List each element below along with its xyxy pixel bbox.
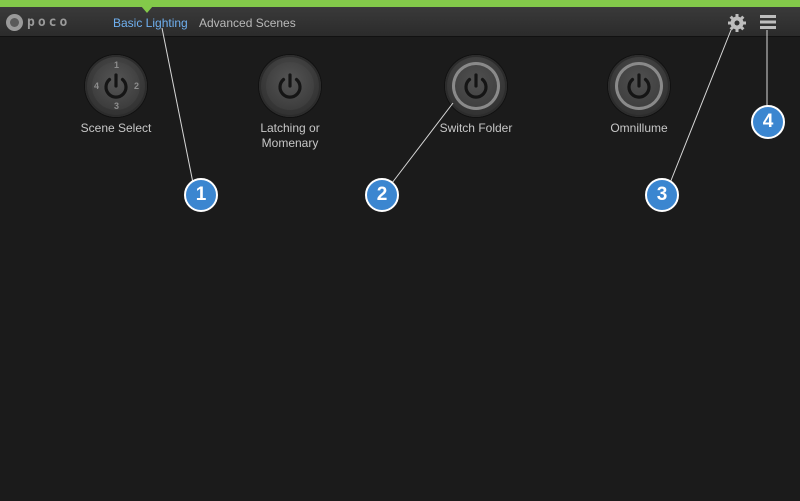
switch-folder-button[interactable]	[445, 55, 507, 117]
callout-badge-3: 3	[645, 178, 679, 212]
scene-number-2: 2	[134, 81, 140, 91]
callout-badge-1: 1	[184, 178, 218, 212]
power-icon	[104, 73, 128, 99]
callout-badge-4: 4	[751, 105, 785, 139]
tile-latching-momentary: Latching or Momenary	[230, 55, 350, 151]
scene-number-1: 1	[114, 60, 120, 70]
gear-icon[interactable]	[727, 13, 747, 33]
omnillume-button[interactable]	[608, 55, 670, 117]
tile-label: Switch Folder	[439, 121, 513, 135]
top-navigation-bar: poco Basic Lighting Advanced Scenes	[0, 7, 800, 37]
hamburger-menu-icon[interactable]	[760, 15, 776, 29]
tile-label: Scene Select	[80, 121, 152, 135]
tile-omnillume: Omnillume	[579, 55, 699, 136]
active-tab-indicator	[141, 6, 153, 13]
tab-advanced-scenes[interactable]: Advanced Scenes	[199, 16, 296, 30]
tile-scene-select: 1 2 3 4 Scene Select	[56, 55, 176, 136]
tile-switch-folder: Switch Folder	[416, 55, 536, 136]
callout-badge-2: 2	[365, 178, 399, 212]
poco-logo[interactable]: poco	[6, 12, 70, 32]
logo-wordmark: poco	[27, 14, 71, 30]
scene-select-button[interactable]: 1 2 3 4	[85, 55, 147, 117]
power-icon	[627, 73, 651, 99]
logo-emblem-icon	[6, 13, 23, 31]
power-icon	[464, 73, 488, 99]
scene-number-3: 3	[114, 101, 120, 111]
latching-button[interactable]	[259, 55, 321, 117]
scene-number-4: 4	[94, 81, 100, 91]
tab-basic-lighting[interactable]: Basic Lighting	[113, 16, 188, 30]
power-icon	[278, 73, 302, 99]
tile-label: Omnillume	[610, 121, 668, 135]
tile-label: Latching or Momenary	[260, 121, 320, 150]
top-accent-bar	[0, 0, 800, 7]
